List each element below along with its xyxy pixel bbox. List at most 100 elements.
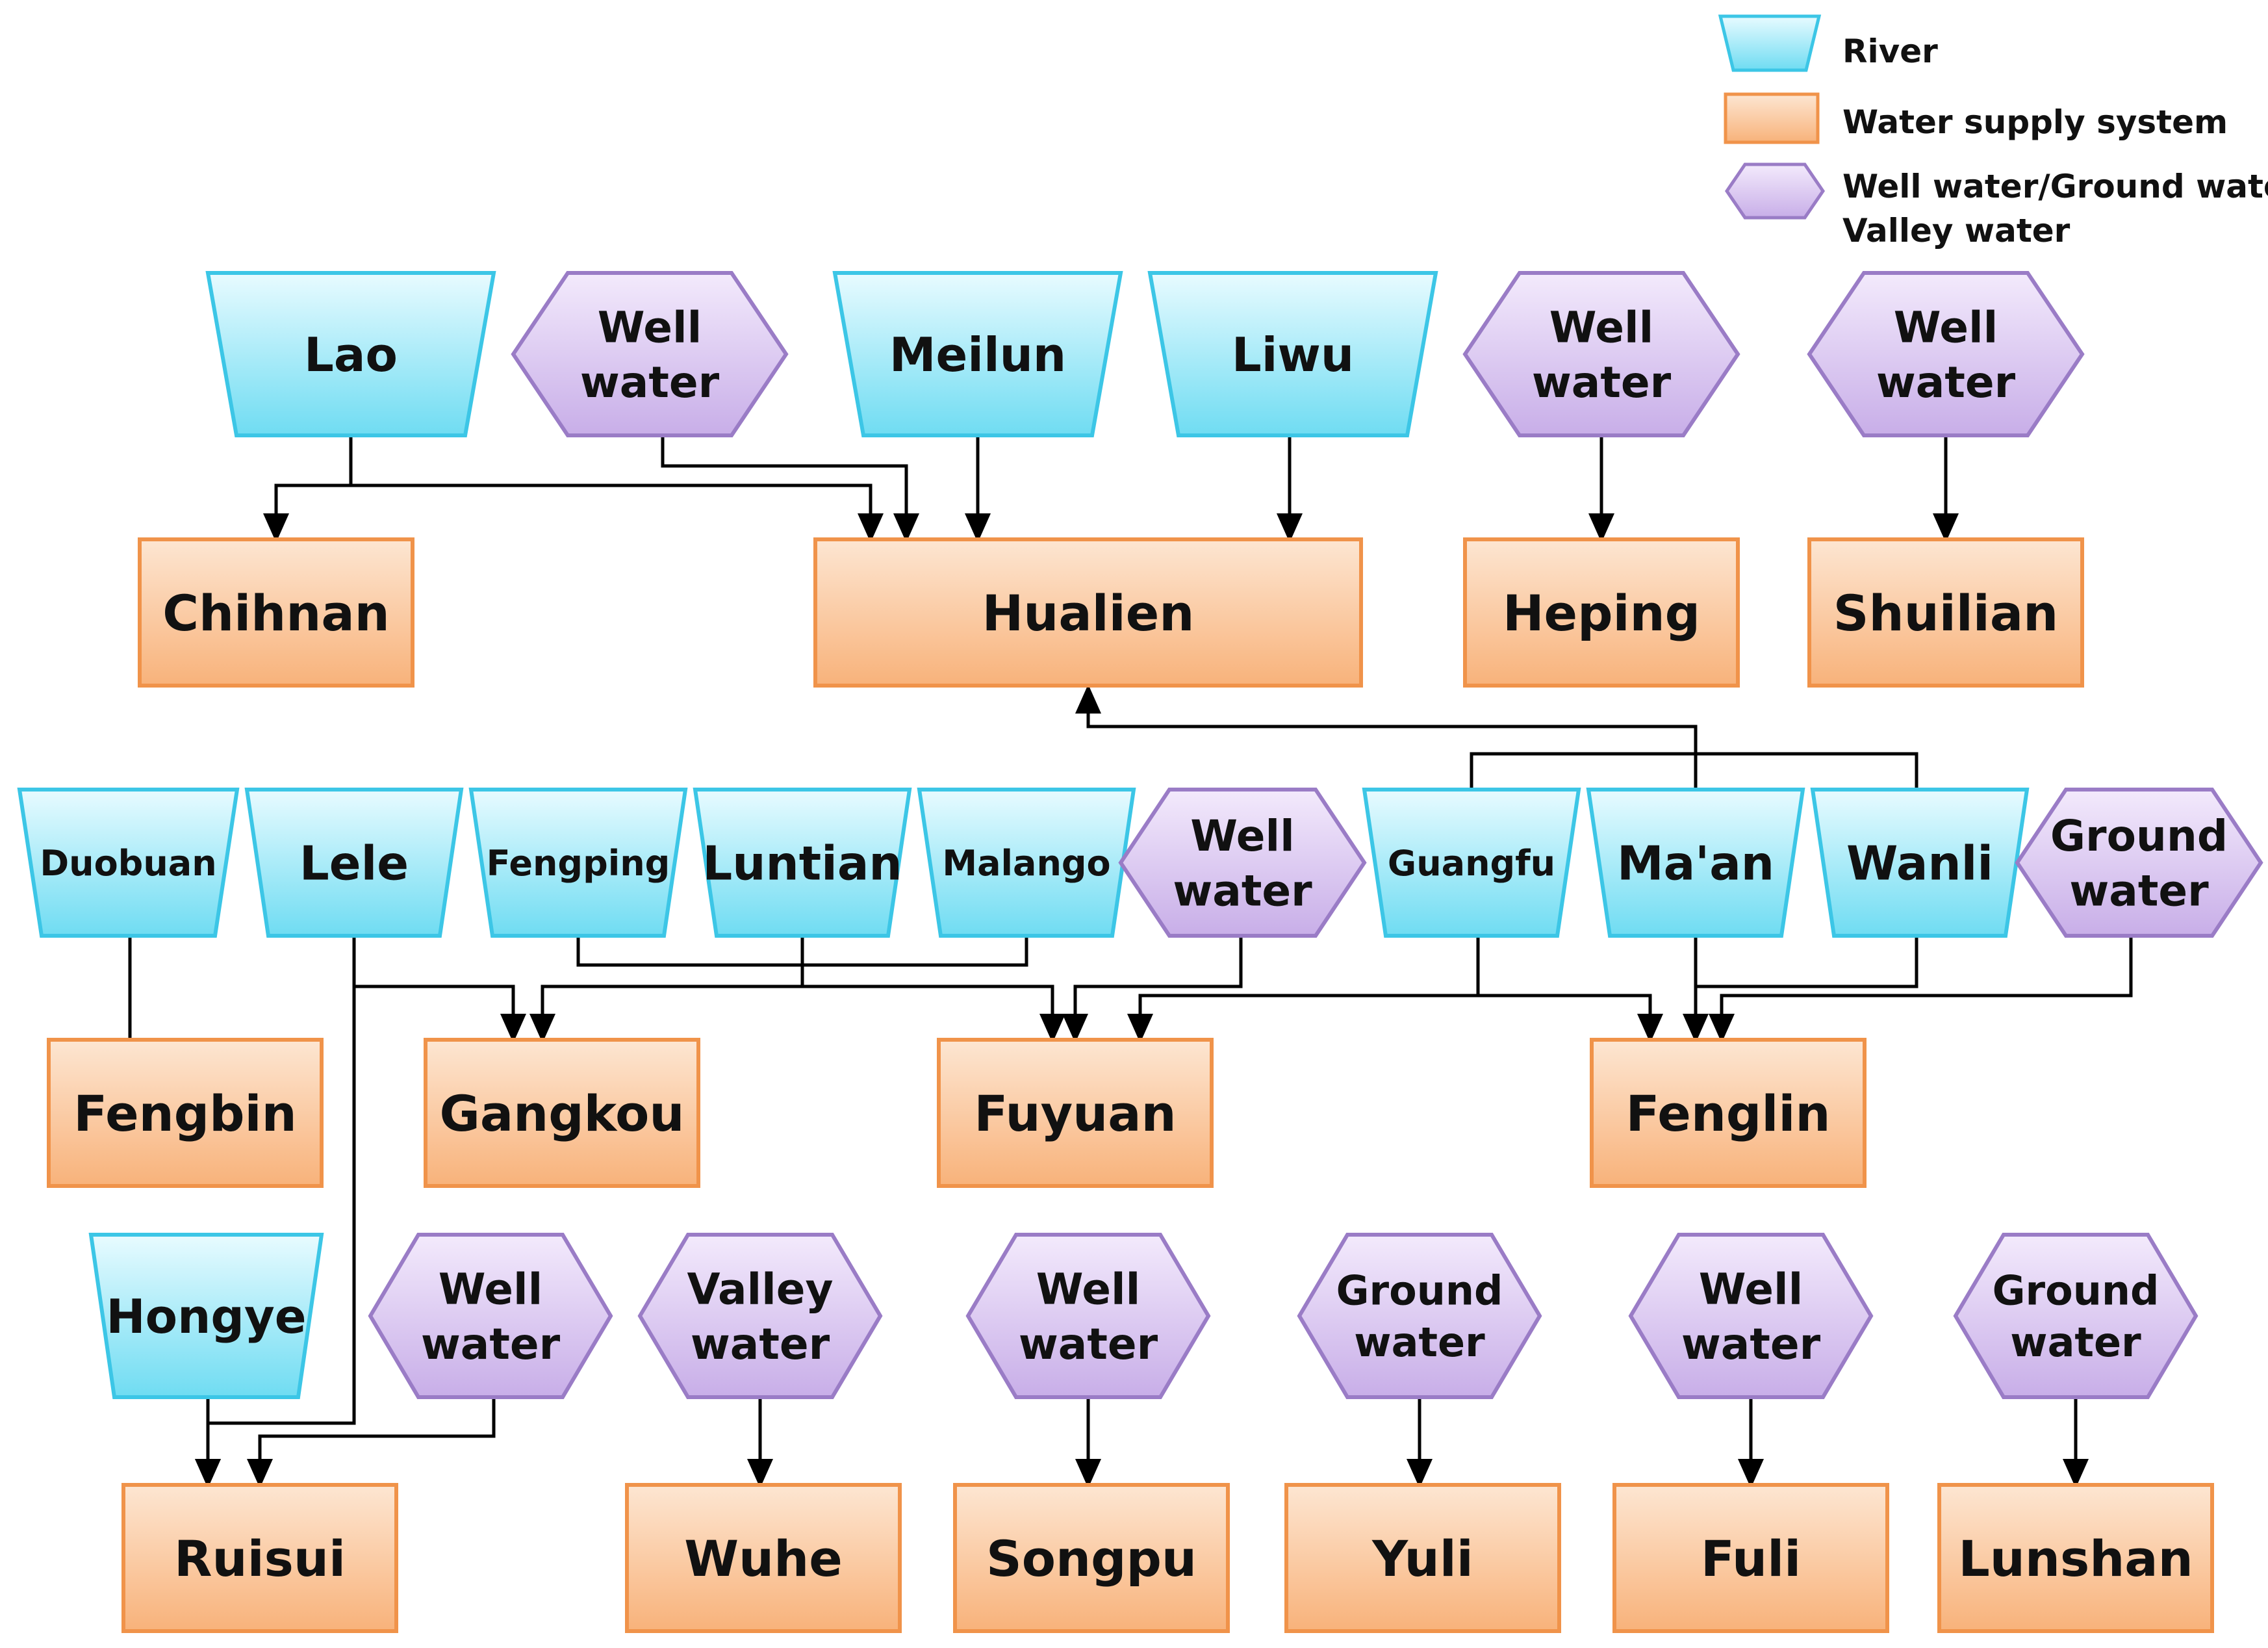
connection-arrow: [800, 936, 1065, 1043]
connection-arrow: [247, 1397, 496, 1488]
legend-supply-label: Water supply system: [1842, 103, 2228, 141]
node-luntian: Luntian: [693, 788, 912, 938]
node-label: Ground: [1336, 1267, 1503, 1315]
well-water-shape: [1462, 271, 1740, 437]
node-label: Chihnan: [162, 584, 390, 642]
node-label: Luntian: [702, 836, 902, 890]
supply-system-shape: [47, 1038, 324, 1188]
node-label: Ground: [2050, 811, 2228, 861]
node-label: water: [1354, 1319, 1485, 1366]
node-lao: Lao: [205, 271, 496, 437]
supply-system-shape: [813, 537, 1363, 688]
river-shape: [693, 788, 912, 938]
node-fuli: Fuli: [1612, 1483, 1889, 1633]
well-water-shape: [1297, 1233, 1542, 1399]
legend: River Water supply system Well water/Gro…: [1718, 14, 2268, 250]
node-label: Fengping: [487, 843, 670, 884]
well-water-shape: [1807, 271, 2085, 437]
supply-system-shape: [953, 1483, 1230, 1633]
connection-arrow: [1478, 994, 1663, 1043]
well-water-shape: [2015, 788, 2263, 938]
supply-system-shape: [1284, 1483, 1561, 1633]
supply-system-shape: [424, 1038, 700, 1188]
legend-well-label-line2: Valley water: [1842, 212, 2071, 250]
legend-river-swatch: [1718, 14, 1822, 72]
supply-system-shape: [121, 1483, 398, 1633]
connection-arrow: [661, 435, 919, 543]
connection-arrow: [1696, 936, 1918, 988]
node-yuli: Yuli: [1284, 1483, 1561, 1633]
node-label: Gangkou: [440, 1085, 685, 1142]
node-label: Well: [1699, 1265, 1803, 1315]
node-label: Ruisui: [174, 1530, 346, 1588]
legend-river-label: River: [1842, 32, 1938, 70]
supply-system-shape: [1463, 537, 1740, 688]
node-label: Wuhe: [684, 1530, 843, 1588]
node-fengbin: Fengbin: [47, 1038, 324, 1188]
connection-arrow: [576, 936, 1028, 967]
supply-system-shape: [138, 537, 414, 688]
well-water-shape: [637, 1233, 883, 1399]
node-label: Fenglin: [1625, 1085, 1830, 1142]
legend-supply-swatch: [1724, 92, 1820, 144]
node-shuilian: Shuilian: [1807, 537, 2084, 688]
node-hongye: Hongye: [88, 1233, 324, 1399]
river-shape: [468, 788, 688, 938]
node-label: Duobuan: [40, 843, 216, 884]
node-label: Ma'an: [1617, 836, 1774, 890]
node-label: Hualien: [982, 584, 1195, 642]
node-wanli: Wanli: [1810, 788, 2030, 938]
node-label: Fuli: [1701, 1530, 1801, 1588]
river-shape: [832, 271, 1123, 437]
node-label: Liwu: [1232, 328, 1354, 382]
node-label: Well: [1549, 303, 1653, 353]
supply-system-shape: [625, 1483, 902, 1633]
node-label: Fuyuan: [974, 1085, 1176, 1142]
node-label: water: [2010, 1319, 2141, 1366]
node-label: water: [2069, 866, 2209, 916]
node-malango: Malango: [917, 788, 1136, 938]
well-water-shape: [965, 1233, 1211, 1399]
node-label: Malango: [942, 843, 1110, 884]
node-fuyuan: Fuyuan: [937, 1038, 1214, 1188]
connection-arrow: [1709, 936, 2133, 1043]
node-label: Lao: [304, 328, 398, 382]
node-guangfu: Guangfu: [1362, 788, 1581, 938]
river-shape: [205, 271, 496, 437]
river-shape: [244, 788, 464, 938]
node-chihnan: Chihnan: [138, 537, 414, 688]
node-wuhe: Wuhe: [625, 1483, 902, 1633]
node-fenglin: Fenglin: [1590, 1038, 1867, 1188]
node-label: Meilun: [889, 328, 1066, 382]
node-label: water: [580, 357, 720, 407]
node-maan: Ma'an: [1586, 788, 1805, 938]
node-label: Ground: [1993, 1267, 2160, 1315]
connection-arrow: [1470, 752, 1918, 790]
node-liwu: Liwu: [1147, 271, 1438, 437]
connection-arrow: [352, 936, 526, 1043]
node-label: Lele: [299, 836, 409, 890]
node-label: Well: [439, 1265, 542, 1315]
node-label: Heping: [1503, 584, 1700, 642]
node-label: water: [1019, 1319, 1158, 1369]
node-label: Wanli: [1846, 836, 1993, 890]
node-label: Well: [1190, 811, 1294, 861]
supply-system-shape: [1807, 537, 2084, 688]
node-label: water: [1681, 1319, 1821, 1369]
well-water-shape: [368, 1233, 613, 1399]
river-shape: [1586, 788, 1805, 938]
node-meilun: Meilun: [832, 271, 1123, 437]
river-shape: [1362, 788, 1581, 938]
river-shape: [88, 1233, 324, 1399]
